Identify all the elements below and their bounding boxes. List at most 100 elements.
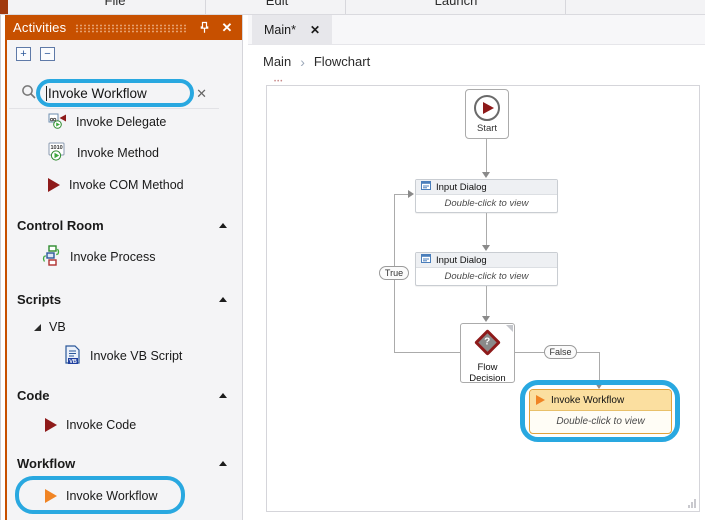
flow-node-flow-decision[interactable]: ? Flow Decision [460,323,515,384]
collapse-all-icon[interactable]: − [40,47,55,61]
flow-node-start[interactable]: Start [465,89,509,139]
invoke-process-icon [40,245,61,269]
tab-main[interactable]: Main* ✕ [252,15,333,44]
left-dock-edge [0,15,7,520]
clear-search-icon[interactable]: ✕ [196,85,207,101]
menu-item-launch[interactable]: Launch [434,0,478,8]
connector-false-vertical [599,352,600,385]
arrowhead-down [482,172,490,178]
breadcrumb: Main › Flowchart [248,45,705,78]
activities-panel-header[interactable]: Activities ✕ [7,15,242,40]
tab-label: Main* [264,22,296,37]
activity-item-label: Invoke Process [70,250,156,264]
tab-close-icon[interactable]: ✕ [309,22,321,37]
node-body-hint: Double-click to view [444,198,529,209]
flow-node-invoke-workflow[interactable]: Invoke Workflow Double-click to view [529,389,672,434]
menu-divider [565,0,566,14]
activities-panel-title: Activities [13,20,67,35]
breadcrumb-flowchart[interactable]: Flowchart [313,54,371,69]
document-tab-bar: Main* ✕ [248,15,705,45]
canvas-adorner-dots: ••• [274,79,284,85]
node-header: Input Dialog [416,253,557,268]
section-header-scripts[interactable]: Scripts [7,289,242,309]
search-icon [21,84,37,103]
activity-item-invoke-process[interactable]: Invoke Process [7,243,242,271]
activity-item-invoke-code[interactable]: Invoke Code [7,411,242,439]
collapse-arrow-icon [219,460,227,466]
expand-all-icon[interactable]: + [16,47,31,61]
tree-node-vb[interactable]: VB [7,317,242,337]
section-title: Code [17,387,50,403]
menu-item-edit[interactable]: Edit [265,0,289,8]
tree-node-label: VB [49,320,66,334]
search-input[interactable]: Invoke Workflow [46,86,147,101]
panel-drag-grip[interactable] [75,24,187,33]
activities-search-row: Invoke Workflow ✕ [9,79,219,109]
activity-item-invoke-com-method[interactable]: Invoke COM Method [7,171,242,199]
arrowhead-down [482,245,490,251]
start-node-label: Start [476,122,498,134]
svg-text:VB: VB [69,359,77,365]
section-header-control-room[interactable]: Control Room [7,215,242,235]
invoke-method-icon: 1010 [48,142,68,164]
node-title: Invoke Workflow [551,394,625,406]
connector-dialog1-dialog2 [486,213,487,247]
invoke-delegate-icon [48,112,67,132]
node-header: Invoke Workflow [530,390,671,411]
activity-item-invoke-delegate[interactable]: Invoke Delegate [7,109,242,135]
activity-item-invoke-vb-script[interactable]: VB Invoke VB Script [7,341,242,371]
activity-item-label: Invoke Delegate [76,115,167,129]
node-body-hint: Double-click to view [444,271,529,282]
section-header-code[interactable]: Code [7,385,242,405]
ribbon-file-accent [0,0,8,14]
tree-expanded-icon [34,323,41,331]
node-title: Input Dialog [436,254,487,266]
canvas-resize-grip[interactable] [688,499,696,508]
activity-item-label: Invoke Method [77,146,159,160]
decision-glyph: ? [484,336,491,348]
decision-icon: ? [474,329,501,356]
activity-item-invoke-workflow[interactable]: Invoke Workflow [7,482,242,510]
collapse-arrow-icon [219,392,227,398]
flow-node-input-dialog-2[interactable]: Input Dialog Double-click to view [415,252,558,286]
activities-panel: Activities ✕ + − Invoke Workflow ✕ Invok… [7,15,243,520]
activity-item-label: Invoke COM Method [69,178,184,192]
menu-item-file[interactable]: File [104,0,126,8]
node-title: Input Dialog [436,181,487,193]
editor-area: Main* ✕ Main › Flowchart ••• Start Input… [248,15,705,520]
menu-divider [345,0,346,14]
activity-item-invoke-method[interactable]: 1010 Invoke Method [7,139,242,167]
activity-item-label: Invoke Workflow [66,489,158,503]
connector-true-into-dialog1 [394,194,409,195]
connector-dialog2-decision [486,286,487,318]
play-orange-icon [536,395,545,405]
branch-label-false: False [544,345,577,359]
collapse-arrow-icon [219,222,227,228]
branch-label-true: True [379,266,409,280]
close-icon[interactable]: ✕ [221,19,233,35]
start-icon [474,94,500,121]
top-menu-bar: File Edit Launch [0,0,705,15]
input-dialog-icon [421,254,431,266]
section-header-workflow[interactable]: Workflow [7,453,242,473]
text-caret [46,86,47,101]
flowchart-canvas[interactable]: Start Input Dialog Double-click to view [266,85,700,512]
flow-node-input-dialog-1[interactable]: Input Dialog Double-click to view [415,179,558,213]
section-title: Workflow [17,455,76,471]
invoke-vb-script-icon: VB [64,344,81,368]
node-header: Input Dialog [416,180,557,195]
section-title: Scripts [17,291,62,307]
input-dialog-icon [421,181,431,193]
play-maroon-icon [48,178,60,192]
section-title: Control Room [17,217,104,233]
breadcrumb-main[interactable]: Main [263,54,292,69]
chevron-right-icon: › [300,53,305,70]
connector-start-dialog1 [486,139,487,174]
pin-icon[interactable] [196,20,212,36]
collapse-arrow-icon [219,296,227,302]
play-orange-icon [45,489,57,503]
arrowhead-down [595,383,603,389]
search-input-value: Invoke Workflow [48,86,147,101]
arrowhead-right [408,190,414,198]
corner-fold [506,325,513,332]
